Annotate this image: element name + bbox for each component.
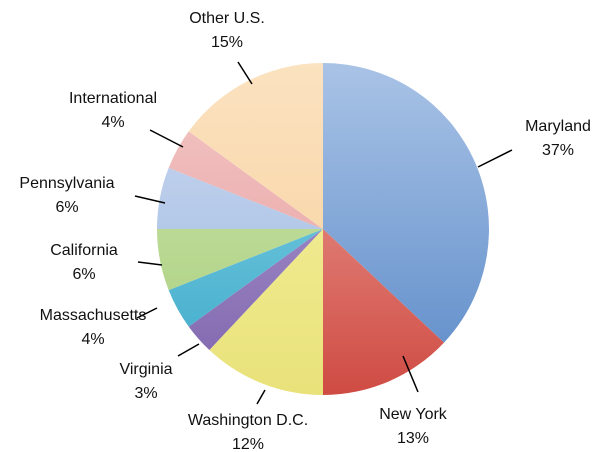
slice-label-virginia: Virginia [119,361,172,378]
slice-label-maryland: Maryland [525,118,591,135]
slice-label-international: International [69,90,157,107]
pie-leader-lines [134,61,513,405]
pie-slice-maryland [323,63,489,343]
leader-line-pennsylvania [134,195,166,204]
leader-line-massachusetts [136,307,158,319]
pie-slice-california [157,229,323,291]
slice-percent-new-york: 13% [397,430,429,447]
slice-label-washington-d-c: Washington D.C. [188,412,308,429]
slice-percent-washington-d-c: 12% [232,436,264,452]
leader-line-maryland [477,149,513,168]
pie-slice-massachusetts [168,229,323,327]
slice-percent-california: 6% [72,266,95,283]
pie-slice-virginia [188,229,323,351]
pie-slice-international [168,131,323,229]
leader-line-washington-d-c [256,389,266,405]
pie-slice-new-york [323,229,445,395]
slice-label-california: California [50,242,118,259]
leader-line-other-u-s [237,61,253,85]
slice-label-pennsylvania: Pennsylvania [19,175,114,192]
slice-percent-international: 4% [101,114,124,131]
slice-percent-maryland: 37% [542,142,574,159]
slice-label-other-u-s: Other U.S. [189,10,265,27]
slice-percent-other-u-s: 15% [211,34,243,51]
slice-percent-massachusetts: 4% [81,331,104,348]
leader-line-international [149,129,184,148]
leader-line-california [137,261,163,266]
leader-line-new-york [402,355,419,393]
slice-percent-pennsylvania: 6% [55,199,78,216]
leader-line-virginia [177,343,200,357]
pie-slice-pennsylvania [157,167,323,229]
pie-slices [157,62,489,395]
slice-label-massachusetts: Massachusetts [40,307,147,324]
pie-slice-washington-d-c [209,229,323,395]
pie-slice-other-u-s [188,62,323,229]
pie-labels: Maryland 37% New York 13% Washington D.C. 12%… [19,10,590,452]
slice-percent-virginia: 3% [134,385,157,402]
slice-label-new-york: New York [379,406,448,423]
